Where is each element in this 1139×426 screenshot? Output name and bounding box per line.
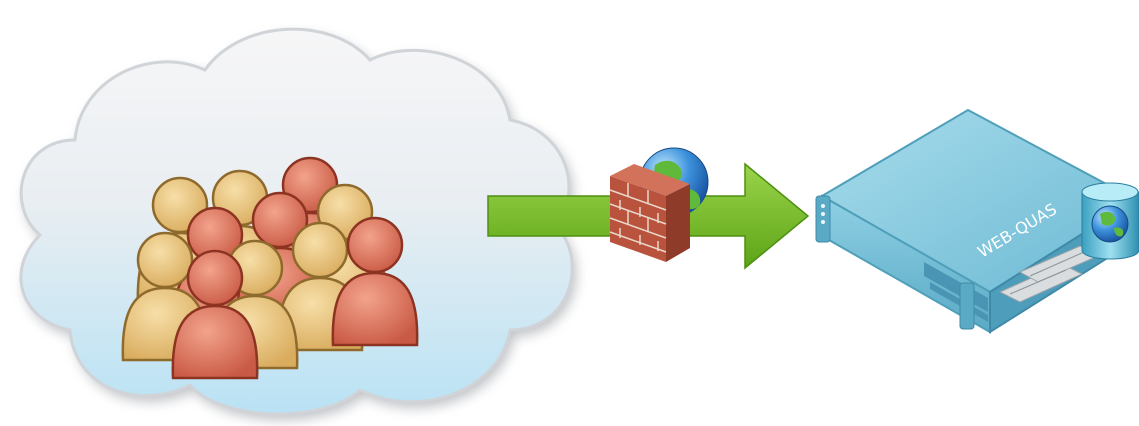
user-icon	[331, 216, 419, 347]
server-bezel-right	[959, 282, 975, 330]
server-icon: WEB-QUAS	[815, 108, 1139, 334]
server-bezel-left	[815, 195, 831, 243]
firewall-icon	[609, 147, 709, 262]
user-group-icon	[121, 156, 419, 380]
brick-wall	[609, 164, 690, 262]
user-icon	[171, 249, 259, 380]
database-icon	[1081, 182, 1139, 260]
